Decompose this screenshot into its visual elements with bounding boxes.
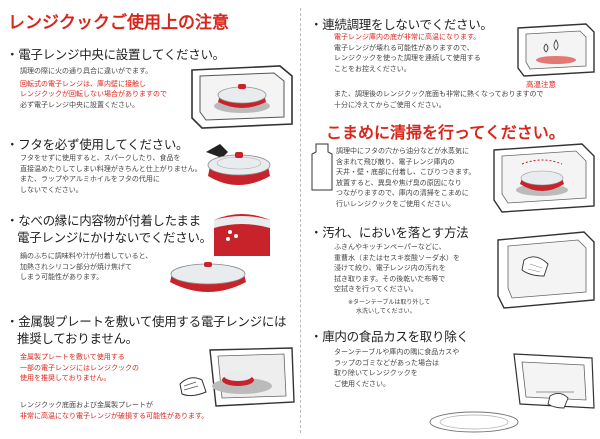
text-line: しないでください。 [20,185,83,194]
text-line: しまう可能性があります。 [20,273,104,281]
heading-line: 推奨しておりません。 [17,331,138,346]
microwave-metal-plate-illustration [179,347,295,407]
heading-smell: ・汚れ、においを落とす方法 [310,225,469,240]
heading-rim: ・なべの縁に内容物が付着したまま 電子レンジにかけないでください。 [6,212,212,246]
text-inside: 調理中にフタの穴から油分などが水蒸気に 含まれて飛び散り、電子レンジ庫内の 天井… [336,146,506,209]
text-line: レンジクック底面および金属製プレートが [20,401,153,409]
note-continuous: また、調理後のレンジクック底面も非常に熱くなっておりますので 十分に冷えてからご… [334,89,594,110]
text-line: ※ターンテーブルは取り外して [348,299,431,306]
text-line: 十分に冷えてからご使用ください。 [334,100,446,109]
microwave-centered-illustration [191,65,293,129]
hot-warning-label: 高温注意 [526,80,556,89]
text-line: ご使用ください。 [334,379,390,388]
text-line: 重曹水（またはセスキ炭酸ソーダ水）を [334,253,460,262]
text-line: 電子レンジが壊れる可能性がありますので、 [334,43,474,52]
red-text-line: 使用を推奨しておりません。 [20,374,111,382]
pot-illustration [170,262,246,292]
text-line: 放置すると、異臭や焦げ臭の原因になり [336,178,462,187]
text-line: 浸けて絞り、電子レンジ内の汚れを [334,264,446,272]
text-rim: 鍋のふちに調味料や汁が付着していると、 加熱されシリコン部分が焼け焦げて しまう… [20,251,195,283]
heading-line: 電子レンジにかけないでください。 [17,230,212,245]
page-title: レンジクックご使用上の注意 [8,13,229,33]
red-text-line: 電子レンジ庫内の底が非常に高温になります。 [334,33,481,41]
heading-line: ・なべの縁に内容物が付着したまま [6,213,201,228]
column-divider [300,8,301,433]
note-smell: ※ターンテーブルは取り外して 水洗いしてください。 [348,298,498,316]
heading-center: ・電子レンジ中央に設置してください。 [6,47,225,62]
turntable-crumbs-illustration [429,353,595,433]
microwave-hot-illustration [517,23,595,77]
pot-with-lid-illustration [206,144,271,185]
text-line: ふきんやキッチンペーパーなどに、 [334,243,446,251]
pot-rim-closeup-illustration [214,214,270,256]
clean-title: こまめに清掃を行ってください。 [326,123,565,142]
text-line: 加熱されシリコン部分が焼け焦げて [20,262,132,271]
heading-line: ・金属製プレートを敷いて使用する電子レンジには [6,314,287,329]
heading-crumbs: ・庫内の食品カスを取り除く [310,329,469,344]
text-lid: フタをせずに使用すると、スパークしたり、食品を 直接温めたりしてしまい料理がきち… [20,153,205,195]
text-line: 天井・壁・底部に付着し、こびりつきます。 [336,168,476,176]
text-line: レンジクックを使った調理を連続して使用する [334,54,481,62]
heading-lid: ・フタを必ず使用してください。 [6,137,189,152]
red-text-line: レンジクックが回転しない場合がありますので [20,90,167,98]
red-text-line: 一部の電子レンジにはレンジクックの [20,363,139,372]
text-line: フタをせずに使用すると、スパークしたり、食品を [20,154,181,162]
red-text-line: 回転式の電子レンジは、庫内壁に接触し [20,79,146,88]
text-line: 水洗いしてください。 [356,308,416,315]
red-text-line: 金属製プレートを敷いて使用する [20,353,125,361]
text-line: また、調理後のレンジクック底面も非常に熱くなっておりますので [334,90,544,98]
microwave-wiping-illustration [497,231,595,309]
text-line: 含まれて飛び散り、電子レンジ庫内の [336,157,455,166]
heading-continuous: ・連続調理をしないでください。 [310,17,493,32]
text-line: ラップのゴミなどがあった場合は [334,358,439,367]
text-line: 調理中にフタの穴から油分などが水蒸気に [336,147,469,155]
text-line: 取り除いてレンジクックを [334,369,418,377]
text-line: 必ず電子レンジ中央に設置ください。 [20,100,139,109]
text-line: 鍋のふちに調味料や汁が付着していると、 [20,252,153,260]
text-line: ことをお控えください。 [334,64,411,73]
text-line: 行いレンジクックをご使用ください。 [336,199,455,208]
text-line: つながりますので、庫内の清掃をこまめに [336,189,469,197]
text-plate: レンジクック底面および金属製プレートが 非常に高温になり電子レンジが破損する可能… [20,400,300,421]
text-line: ターンテーブルや庫内の隅に食品カスや [334,348,460,356]
microwave-grease-illustration [493,143,595,213]
text-continuous: 電子レンジ庫内の底が非常に高温になります。 電子レンジが壊れる可能性がありますの… [334,32,519,74]
text-line: 空拭きを行ってください。 [334,285,418,293]
text-center: 調理の際に火の通り具合に違いがでます。 回転式の電子レンジは、庫内壁に接触し レ… [20,66,195,110]
red-text-line: 非常に高温になり電子レンジが破損する可能性があります。 [20,411,209,420]
heading-plate: ・金属製プレートを敷いて使用する電子レンジには 推奨しておりません。 [6,313,287,347]
text-line: また、ラップやアルミホイルをフタの代用に [20,175,160,183]
text-line: 拭き取ります。その後乾いた布等で [334,274,446,283]
spray-bottle-illustration [311,143,333,191]
text-plate-red: 金属製プレートを敷いて使用する 一部の電子レンジにはレンジクックの 使用を推奨し… [20,352,195,384]
text-line: 調理の際に火の通り具合に違いがでます。 [20,67,153,75]
text-line: 直接温めたりしてしまい料理がきちんと仕上がりません。 [20,164,202,173]
text-smell: ふきんやキッチンペーパーなどに、 重曹水（またはセスキ炭酸ソーダ水）を 浸けて絞… [334,242,504,295]
text-crumbs: ターンテーブルや庫内の隅に食品カスや ラップのゴミなどがあった場合は 取り除いて… [334,347,499,389]
